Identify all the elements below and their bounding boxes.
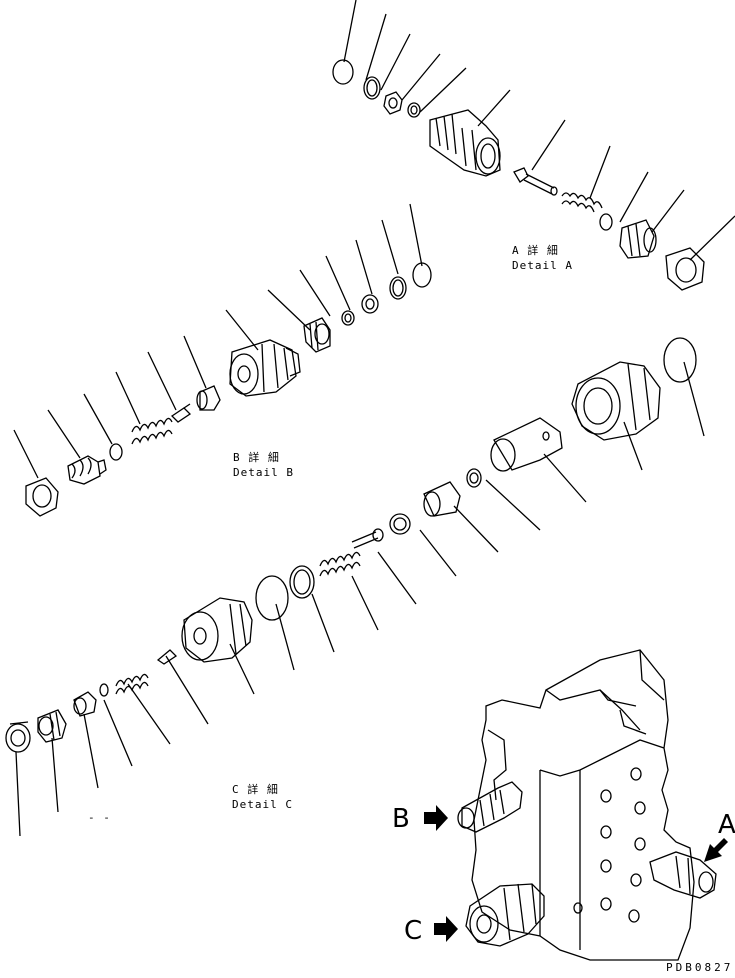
- detail-b-assembly: [13, 203, 432, 517]
- washer: [407, 102, 421, 118]
- detail-a-en: Detail A: [512, 259, 573, 272]
- ring: [361, 294, 379, 314]
- hex-nut-a: [665, 247, 705, 291]
- piston: [423, 481, 461, 517]
- adjusting-nut-c: [37, 709, 67, 743]
- large-o-ring: [663, 337, 697, 383]
- valve-body-a: [429, 109, 501, 177]
- small-o-ring: [599, 213, 613, 231]
- washer: [341, 310, 355, 326]
- detail-c-jp: C 詳 細: [232, 783, 279, 796]
- small-o-ring: [99, 683, 109, 697]
- o-ring: [412, 262, 432, 288]
- installed-valve-c: [465, 883, 545, 947]
- spring: [319, 551, 361, 567]
- detail-c-caption: C 詳 細 Detail C: [232, 782, 293, 812]
- backup-ring: [289, 565, 315, 599]
- o-ring: [332, 59, 354, 85]
- backup-ring: [389, 276, 407, 300]
- ring: [389, 513, 411, 535]
- pin: [513, 167, 558, 196]
- arrow-c-icon: [434, 916, 458, 942]
- view-label-b: B: [392, 804, 410, 834]
- poppet: [303, 317, 331, 353]
- view-label-a: A: [718, 810, 735, 840]
- pin-c: [351, 528, 384, 549]
- o-ring: [255, 575, 289, 621]
- lock-nut-b: [25, 477, 59, 517]
- spring: [115, 673, 149, 687]
- drawing-code: PDB0827: [666, 961, 734, 974]
- detail-c-en: Detail C: [232, 798, 293, 811]
- detail-a-jp: A 詳 細: [512, 244, 559, 257]
- valve-body-b: [229, 339, 301, 397]
- detail-b-en: Detail B: [233, 466, 294, 479]
- installed-valve-b: [457, 781, 523, 833]
- stray-mark: - -: [88, 811, 111, 824]
- plug: [619, 219, 657, 259]
- main-valve-block: [457, 649, 717, 961]
- valve-body-c: [181, 597, 253, 663]
- detail-b-jp: B 詳 細: [233, 451, 280, 464]
- small-pin: [170, 403, 192, 423]
- screw-c: [73, 691, 97, 717]
- view-label-c: C: [404, 916, 423, 946]
- arrow-a-icon: [704, 838, 728, 862]
- large-cap: [571, 361, 661, 441]
- washer: [466, 468, 482, 488]
- sleeve-c: [490, 417, 563, 472]
- small-pin-c: [156, 649, 178, 665]
- detail-c-assembly: [5, 337, 705, 837]
- detail-a-caption: A 詳 細 Detail A: [512, 243, 573, 273]
- small-nut: [383, 91, 403, 115]
- detail-b-caption: B 詳 細 Detail B: [233, 450, 294, 480]
- small-o-ring: [109, 443, 123, 461]
- spring: [561, 192, 603, 209]
- sleeve: [196, 385, 221, 411]
- adjusting-screw: [67, 455, 107, 485]
- arrow-b-icon: [424, 805, 448, 831]
- installed-valve-a: [649, 851, 717, 899]
- detail-a-assembly: [332, 0, 735, 291]
- lock-nut-c: [5, 721, 31, 753]
- backup-ring: [363, 76, 381, 100]
- spring: [131, 417, 173, 433]
